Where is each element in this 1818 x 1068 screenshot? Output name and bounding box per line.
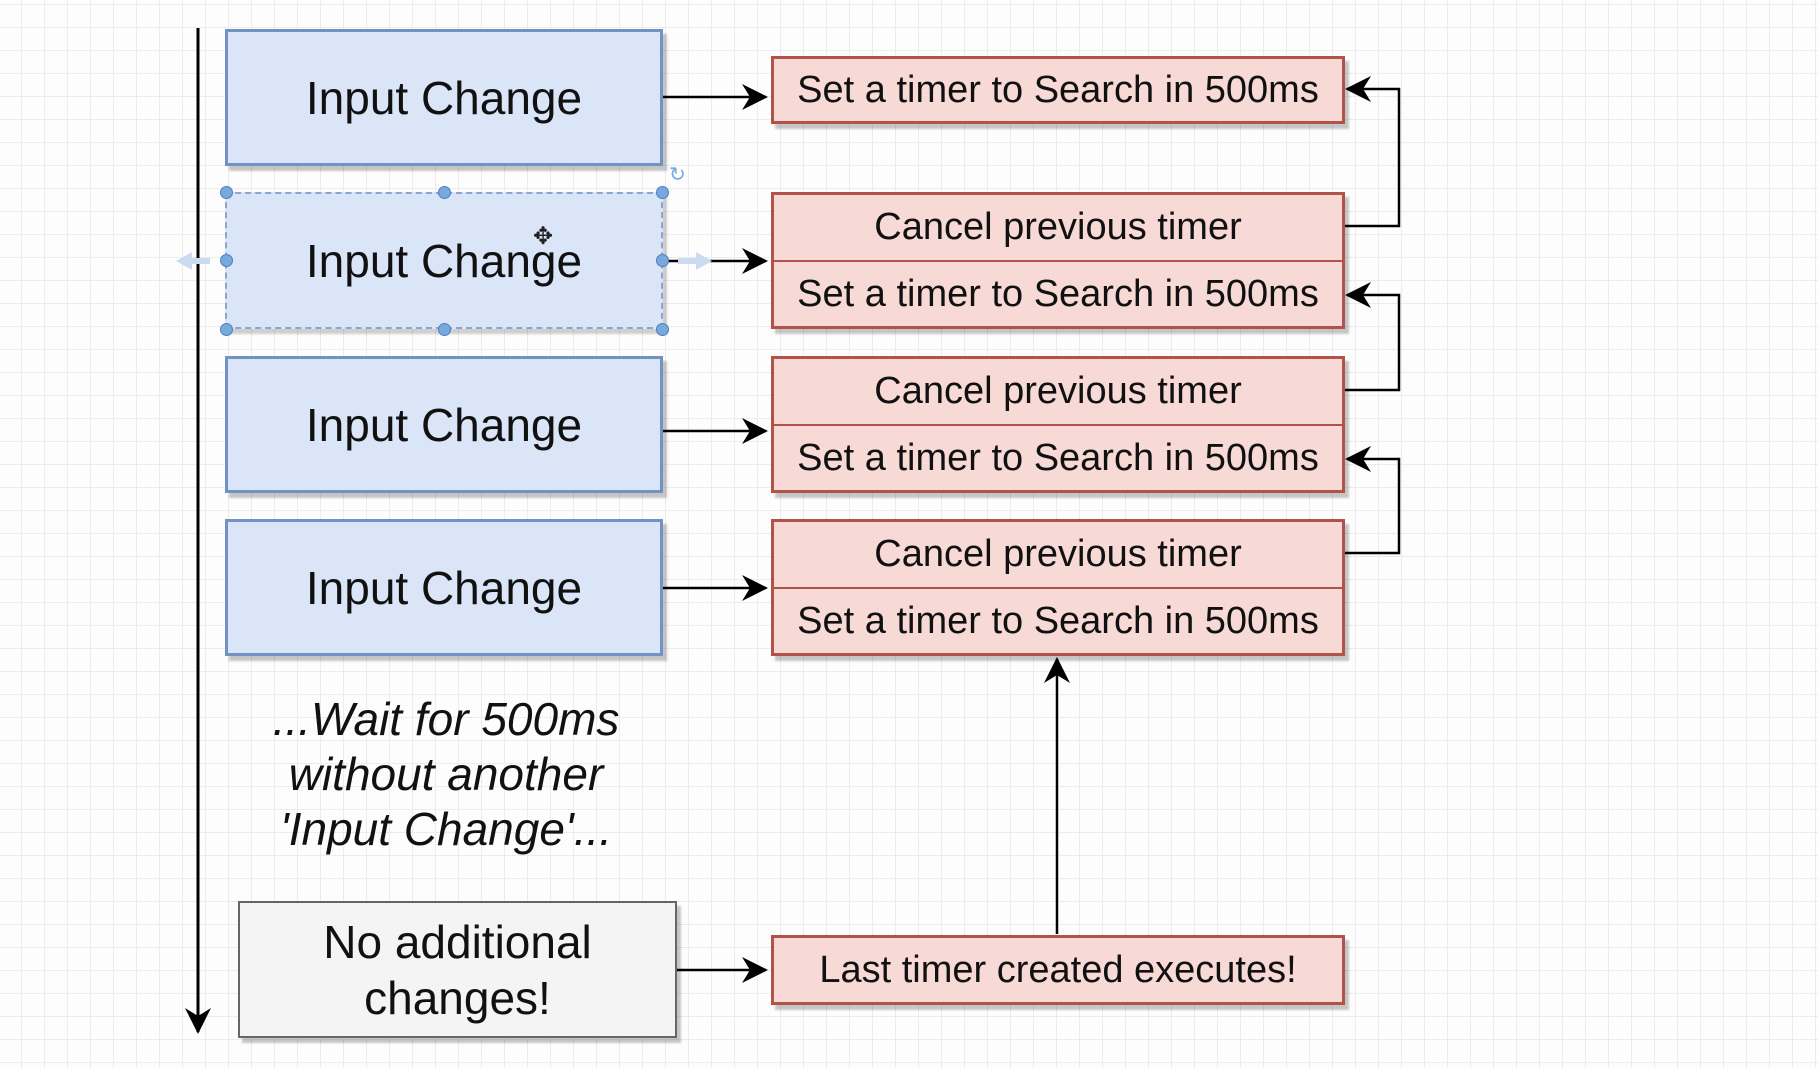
wait-note-line-1: ...Wait for 500ms [272,693,620,745]
last-timer-label: Last timer created executes! [819,948,1297,991]
cancel-timer-label: Cancel previous timer [874,205,1242,248]
event-box-1[interactable]: Input Change [225,29,663,166]
no-changes-line-2: changes! [364,971,551,1024]
wait-note: ...Wait for 500ms without another 'Input… [250,692,642,857]
set-timer-label: Set a timer to Search in 500ms [797,68,1319,111]
action-box-4[interactable]: Cancel previous timer Set a timer to Sea… [771,519,1345,656]
event-label: Input Change [305,398,583,451]
no-changes-line-1: No additional [323,915,592,968]
action-divider [774,424,1342,426]
event-box-2-selected[interactable]: Input Change [225,192,663,329]
resize-handle-top-left[interactable] [220,186,233,199]
cancel-link-1 [1344,76,1401,228]
resize-handle-bottom-left[interactable] [220,323,233,336]
action-box-1[interactable]: Set a timer to Search in 500ms [771,56,1345,124]
event-label: Input Change [305,234,583,287]
cancel-timer-label: Cancel previous timer [874,532,1242,575]
rotate-handle-icon[interactable]: ↻ [669,162,686,186]
resize-handle-bottom[interactable] [438,323,451,336]
set-timer-label: Set a timer to Search in 500ms [797,599,1319,642]
set-timer-label: Set a timer to Search in 500ms [797,272,1319,315]
resize-handle-top[interactable] [438,186,451,199]
resize-handle-right[interactable] [656,254,669,267]
event-box-3[interactable]: Input Change [225,356,663,493]
resize-handle-left[interactable] [220,254,233,267]
action-box-3[interactable]: Cancel previous timer Set a timer to Sea… [771,356,1345,493]
set-timer-label: Set a timer to Search in 500ms [797,436,1319,479]
wait-note-line-2: without another [288,748,604,800]
resize-handle-top-right[interactable] [656,186,669,199]
action-divider [774,260,1342,262]
event-label: Input Change [305,561,583,614]
selection-left-hint-icon [176,252,210,270]
action-box-2[interactable]: Cancel previous timer Set a timer to Sea… [771,192,1345,329]
cancel-link-2 [1344,282,1401,392]
no-changes-box[interactable]: No additional changes! [238,901,677,1038]
selection-right-hint-icon [678,252,712,270]
event-label: Input Change [305,71,583,124]
move-cursor-icon: ✥ [533,222,554,250]
wait-note-line-3: 'Input Change'... [279,803,613,855]
event-box-4[interactable]: Input Change [225,519,663,656]
resize-handle-bottom-right[interactable] [656,323,669,336]
action-divider [774,587,1342,589]
last-timer-box[interactable]: Last timer created executes! [771,935,1345,1005]
cancel-timer-label: Cancel previous timer [874,369,1242,412]
cancel-link-3 [1344,446,1401,555]
